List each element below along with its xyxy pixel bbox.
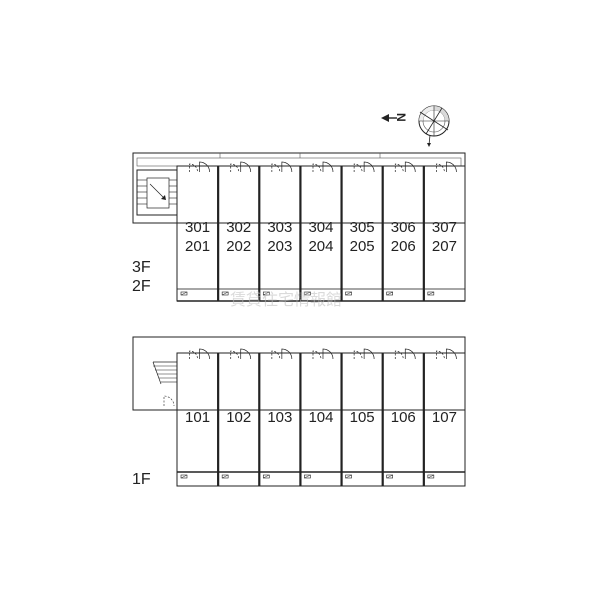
lower-units-group: 101 102 103 104 105 106 107 [180,348,457,486]
balcony-fixture-icon [262,474,270,479]
unit-column: 102 [217,348,252,486]
watermark-text: 賃貸住宅情報館 [230,290,342,309]
unit-number: 107 [432,409,457,426]
unit-number-upper: 304 [308,219,333,236]
upper-units-group: 3012013022023032033042043052053062063072… [180,161,457,301]
floor-label-3f: 3F [132,259,151,276]
door-swing-icon [271,161,293,173]
door-swing-icon [189,161,210,173]
unit-number-upper: 307 [432,219,457,236]
unit-number: 101 [185,409,210,426]
unit-number-lower: 207 [432,238,457,255]
floor-label-2f: 2F [132,278,151,295]
unit-number-lower: 202 [226,238,251,255]
unit-column: 101 [180,348,210,479]
unit-number: 102 [226,409,251,426]
balcony-fixture-icon [180,291,188,296]
unit-number: 106 [391,409,416,426]
floor-label-1f: 1F [132,471,151,488]
unit-number: 104 [308,409,333,426]
unit-number-lower: 205 [350,238,375,255]
north-arrow-icon [381,114,397,122]
unit-number-lower: 201 [185,238,210,255]
door-swing-icon [353,348,375,360]
unit-column: 105 [340,348,375,486]
unit-number-upper: 306 [391,219,416,236]
door-swing-icon [394,348,416,360]
door-swing-icon [312,348,334,360]
balcony-fixture-icon [262,291,270,296]
unit-column: 107 [422,348,457,486]
door-swing-icon [312,161,334,173]
entrance-steps-icon [152,355,178,390]
upper-floor-plan: 3012013022023032033042043052053062063072… [132,152,466,302]
compass-rose-icon [418,105,450,147]
balcony-fixture-icon [345,291,352,296]
compass-north-letter: N [394,113,408,122]
unit-number-lower: 206 [391,238,416,255]
unit-number-upper: 302 [226,219,251,236]
door-swing-icon [163,395,175,407]
unit-number-upper: 305 [350,219,375,236]
balcony-fixture-icon [221,474,229,479]
door-swing-icon [271,348,293,360]
balcony-fixture-icon [386,474,394,479]
balcony-fixture-icon [345,474,352,479]
unit-number: 105 [350,409,375,426]
balcony-fixture-icon [304,291,311,296]
unit-number-lower: 203 [267,238,292,255]
stairs-icon [136,169,178,216]
balcony-fixture-icon [304,474,311,479]
door-swing-icon [230,161,252,173]
unit-number-upper: 303 [267,219,292,236]
door-swing-icon [394,161,416,173]
unit-number-upper: 301 [185,219,210,236]
unit-number: 103 [267,409,292,426]
balcony-fixture-icon [180,474,188,479]
unit-column: 106 [381,348,416,486]
balcony-fixture-icon [427,474,435,479]
door-swing-icon [230,348,252,360]
door-swing-icon [436,348,457,360]
balcony-fixture-icon [386,291,394,296]
balcony-fixture-icon [221,291,229,296]
door-swing-icon [436,161,457,173]
balcony-fixture-icon [427,291,435,296]
unit-number-lower: 204 [308,238,333,255]
unit-column: 103 [258,348,293,486]
door-swing-icon [353,161,375,173]
door-swing-icon [189,348,210,360]
lower-floor-plan: 101 102 103 104 105 106 107 [132,336,466,487]
unit-column: 104 [299,348,334,486]
